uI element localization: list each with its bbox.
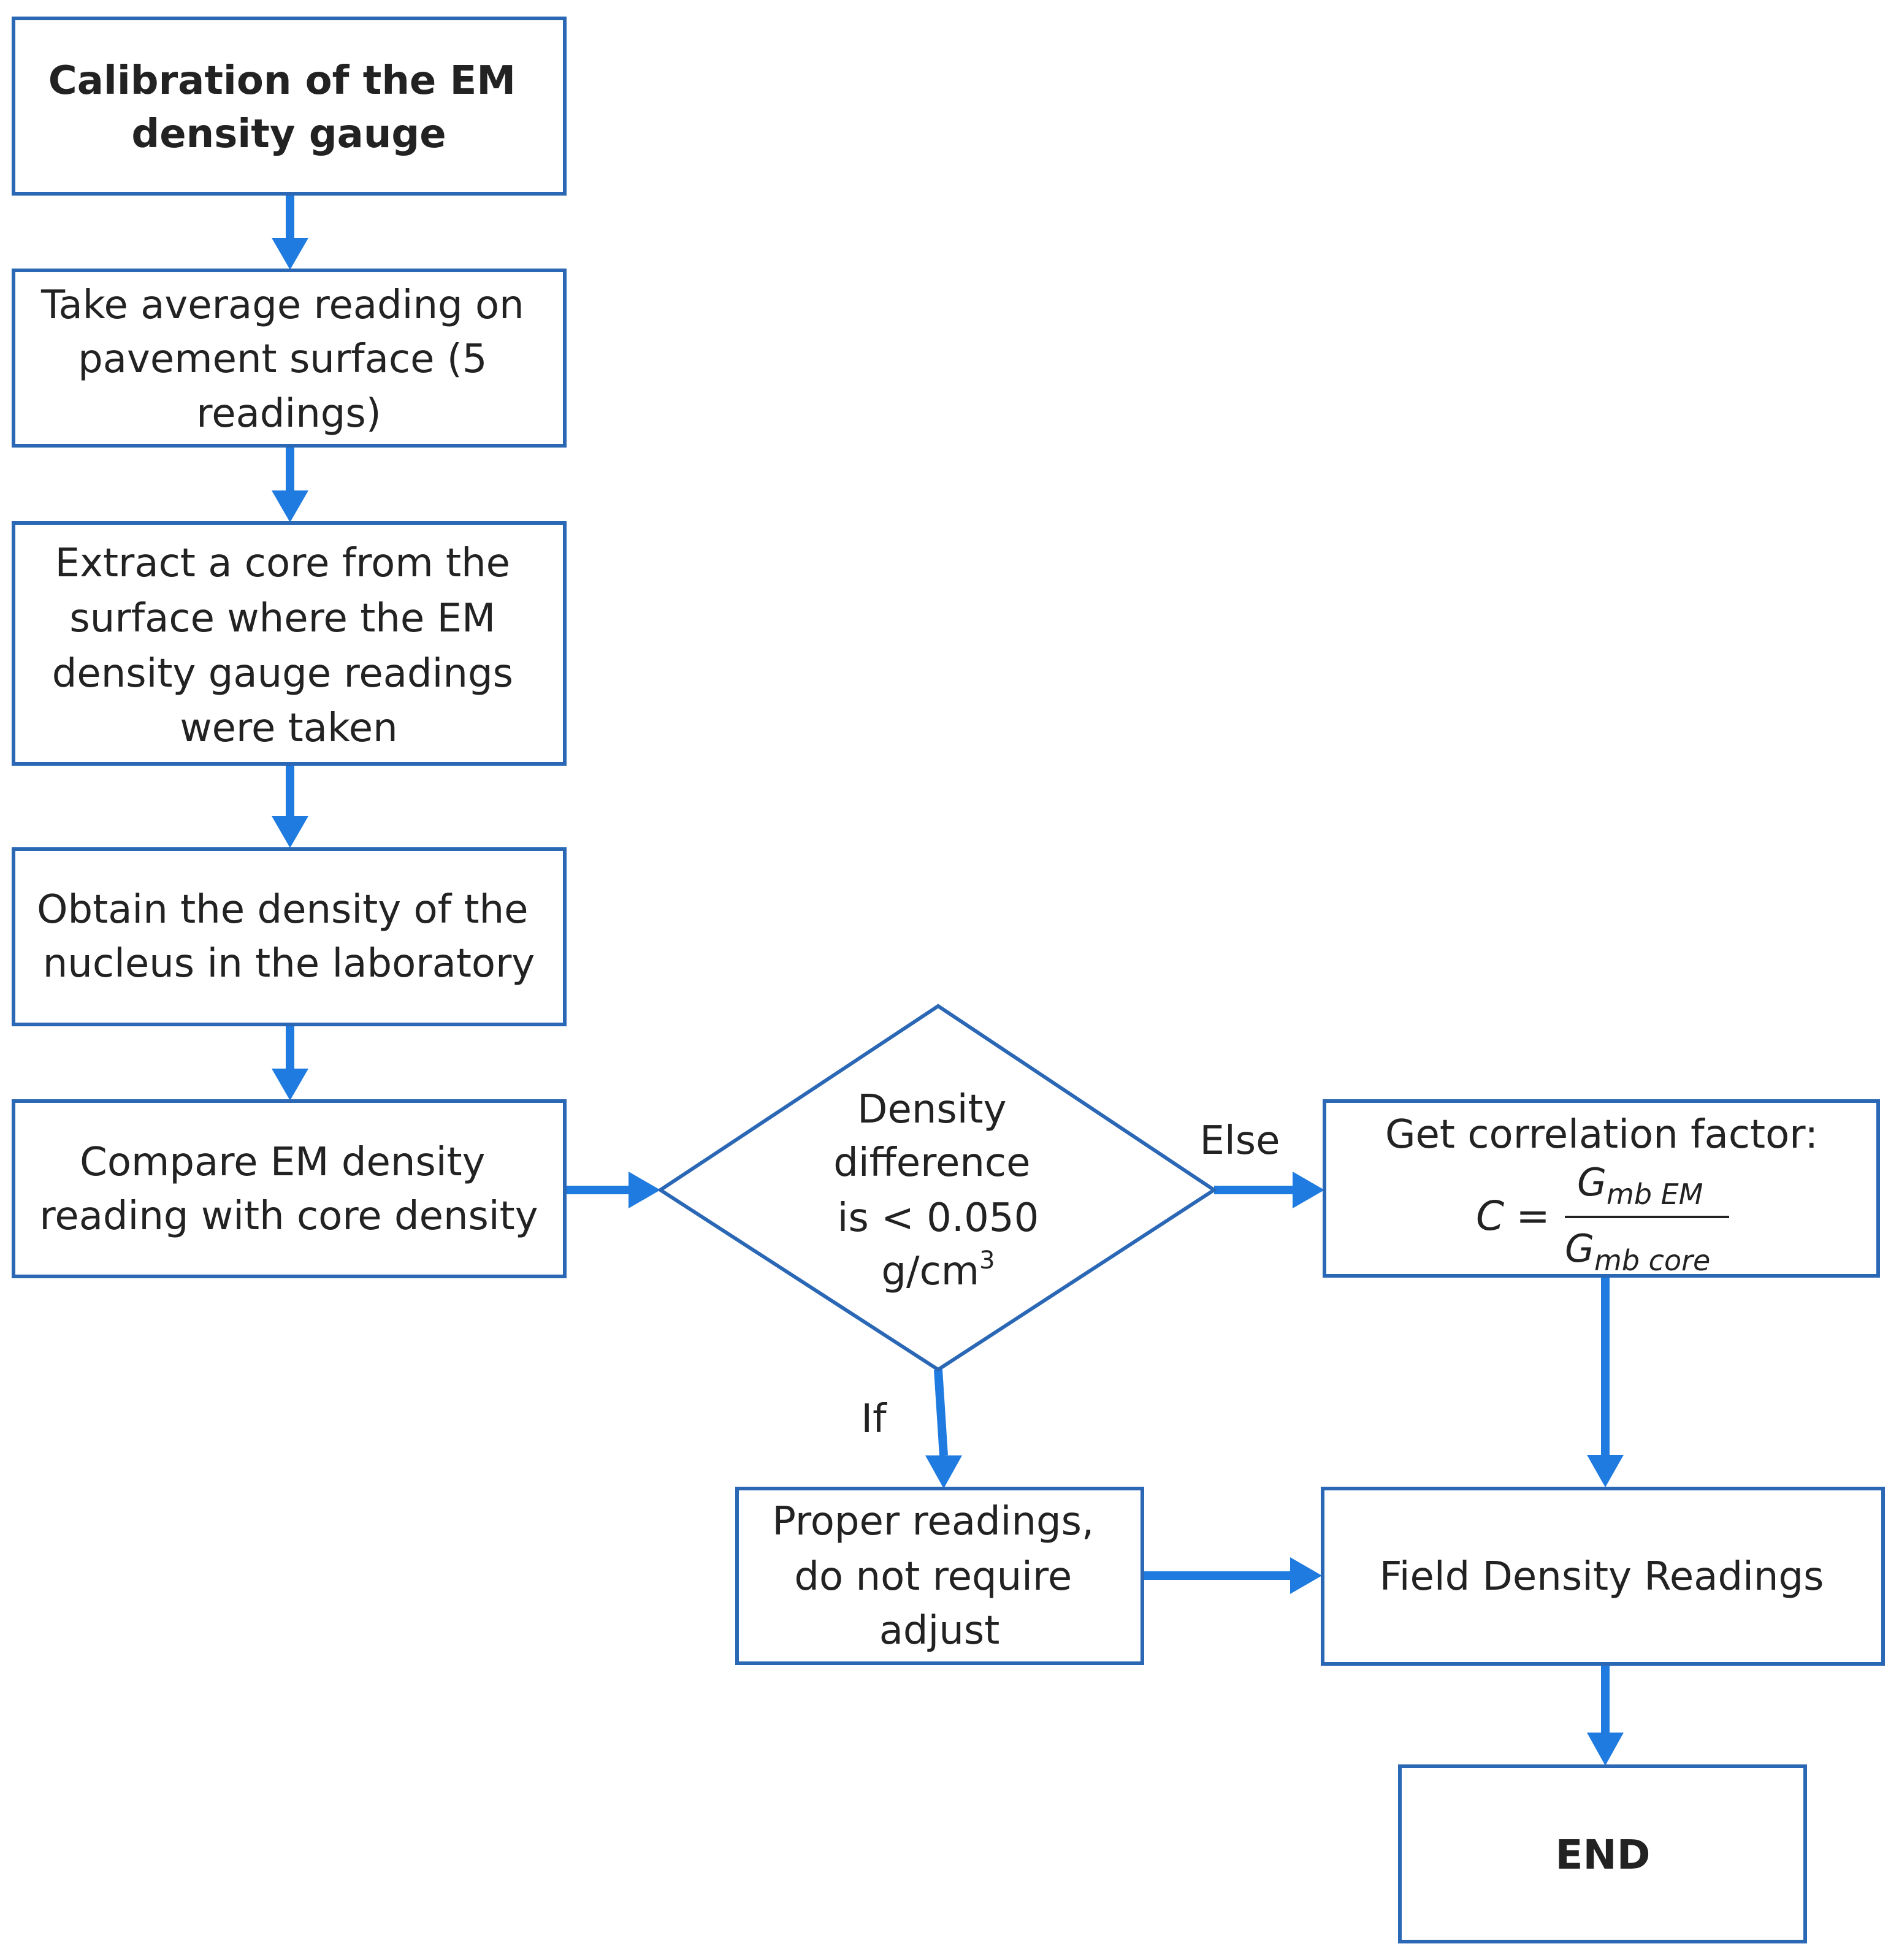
average-line: readings)	[196, 391, 381, 437]
if-label: If	[861, 1397, 887, 1442]
svg-text:Compare EM density readi: Compare EM density reading with core den…	[39, 1140, 538, 1239]
arrow-field-to-end	[1587, 1664, 1624, 1766]
arrow-obtain-to-compare	[272, 1024, 308, 1100]
arrow-proper-to-field	[1142, 1557, 1322, 1594]
step-end: END	[1398, 1764, 1807, 1943]
arrow-average-to-extract	[272, 446, 308, 522]
arrow-calibration-to-average	[272, 194, 308, 270]
step-average-reading: Take average reading on pavement surface…	[12, 269, 567, 448]
svg-text:Proper readings, do not: Proper readings, do not require adjust	[772, 1499, 1106, 1653]
arrow-extract-to-obtain	[272, 764, 308, 848]
formula-denominator: Gmb core	[1565, 1226, 1710, 1277]
field-label: Field Density Readings	[1380, 1554, 1824, 1600]
decision-line: difference	[833, 1140, 1030, 1186]
formula-lhs: C	[1476, 1192, 1504, 1240]
svg-text:Obtain the density of the: Obtain the density of the nucleus in the…	[37, 887, 541, 986]
step-correlation-factor: Get correlation factor: C = Gmb EM Gmb c…	[1323, 1099, 1880, 1278]
step-field-density: Field Density Readings	[1321, 1487, 1885, 1666]
svg-text:Take average reading on: Take average reading on pavement surface…	[40, 283, 537, 437]
obtain-line: nucleus in the laboratory	[43, 941, 535, 986]
arrow-decision-to-correlation	[1214, 1172, 1324, 1208]
arrow-correlation-to-field	[1587, 1276, 1624, 1487]
obtain-line: Obtain the density of the	[37, 887, 528, 932]
step-obtain-density: Obtain the density of the nucleus in the…	[12, 847, 567, 1026]
formula-equals: =	[1516, 1192, 1549, 1240]
svg-text:Extract a core from the: Extract a core from the surface where th…	[52, 541, 526, 751]
average-line: pavement surface (5	[78, 337, 487, 382]
proper-line: Proper readings,	[772, 1499, 1094, 1544]
svg-text:Calibration of the EM de: Calibration of the EM density gauge	[48, 58, 530, 157]
step-extract-core: Extract a core from the surface where th…	[12, 521, 567, 766]
step-calibration: Calibration of the EM density gauge	[12, 17, 567, 196]
step-compare: Compare EM density reading with core den…	[12, 1099, 567, 1278]
compare-line: Compare EM density	[80, 1140, 485, 1185]
extract-line: surface where the EM	[69, 596, 495, 641]
formula-numerator: Gmb EM	[1577, 1160, 1703, 1211]
decision-line: is < 0.050	[838, 1195, 1039, 1241]
arrow-decision-to-proper	[925, 1369, 962, 1489]
arrow-compare-to-decision	[565, 1172, 660, 1208]
proper-line: adjust	[879, 1608, 1000, 1653]
decision-unit: g/cm3	[881, 1246, 995, 1294]
compare-line: reading with core density	[39, 1194, 538, 1239]
calibration-line: density gauge	[131, 112, 446, 157]
proper-line: do not require	[794, 1554, 1072, 1600]
else-label: Else	[1200, 1118, 1280, 1164]
decision-line: Density	[857, 1087, 1006, 1132]
calibration-line: Calibration of the EM	[48, 58, 516, 104]
extract-line: density gauge readings	[52, 651, 513, 696]
end-label: END	[1555, 1831, 1650, 1878]
svg-text:Density difference: Density difference is < 0.050	[833, 1087, 1043, 1241]
correlation-title: Get correlation factor:	[1385, 1112, 1818, 1157]
step-proper-readings: Proper readings, do not require adjust	[735, 1487, 1144, 1665]
extract-line: were taken	[180, 706, 397, 751]
extract-line: Extract a core from the	[55, 541, 510, 586]
decision-density-difference: Density difference is < 0.050 g/cm3	[657, 1004, 1218, 1372]
average-line: Take average reading on	[40, 283, 524, 328]
connectors	[272, 194, 1624, 1766]
